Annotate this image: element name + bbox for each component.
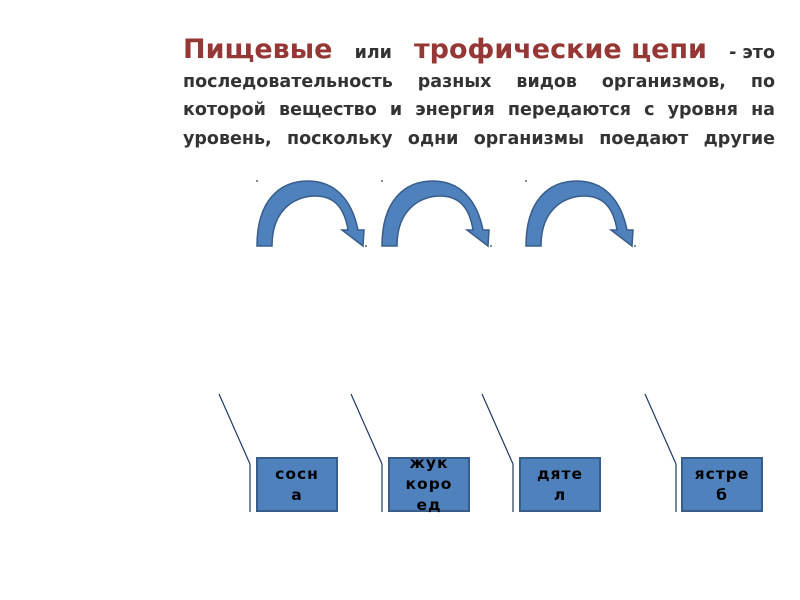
definition-line-4: уровень, поскольку одни организмы поедаю… <box>183 128 775 149</box>
curved-arrow-icon <box>525 180 634 248</box>
term-trophic-chains: трофические цепи <box>414 34 707 65</box>
dot-marker <box>634 245 636 247</box>
connector-word: или <box>354 43 392 63</box>
definition-first-line: Пищевые или трофические цепи - это <box>183 34 775 68</box>
definition-line-3: которой вещество и энергия передаются с … <box>183 100 775 120</box>
callout-line <box>350 393 383 512</box>
term-food-chains: Пищевые <box>183 34 333 65</box>
chain-box-label: сосн а <box>275 464 319 504</box>
definition-text: Пищевые или трофические цепи - это после… <box>183 34 775 153</box>
callout-line <box>481 393 514 512</box>
definition-dash: - это <box>729 43 775 63</box>
chain-box-woodpecker: дяте л <box>519 457 601 512</box>
dot-marker <box>381 180 383 182</box>
callout-line <box>644 393 677 512</box>
callout-line <box>218 393 251 512</box>
dot-marker <box>256 180 258 182</box>
dot-marker <box>490 245 492 247</box>
curved-arrow-icon <box>256 180 365 248</box>
chain-box-label: дяте л <box>537 464 583 504</box>
dot-marker <box>525 180 527 182</box>
definition-line-2: последовательность разных видов организм… <box>183 71 775 92</box>
chain-box-bark-beetle: жук коро ед <box>388 454 470 514</box>
curved-arrow-icon <box>381 180 490 248</box>
chain-box-label: ястре б <box>694 464 750 504</box>
chain-box-pine: сосн а <box>256 457 338 512</box>
chain-box-label: жук коро ед <box>405 454 453 514</box>
chain-box-hawk: ястре б <box>681 457 763 512</box>
dot-marker <box>365 245 367 247</box>
